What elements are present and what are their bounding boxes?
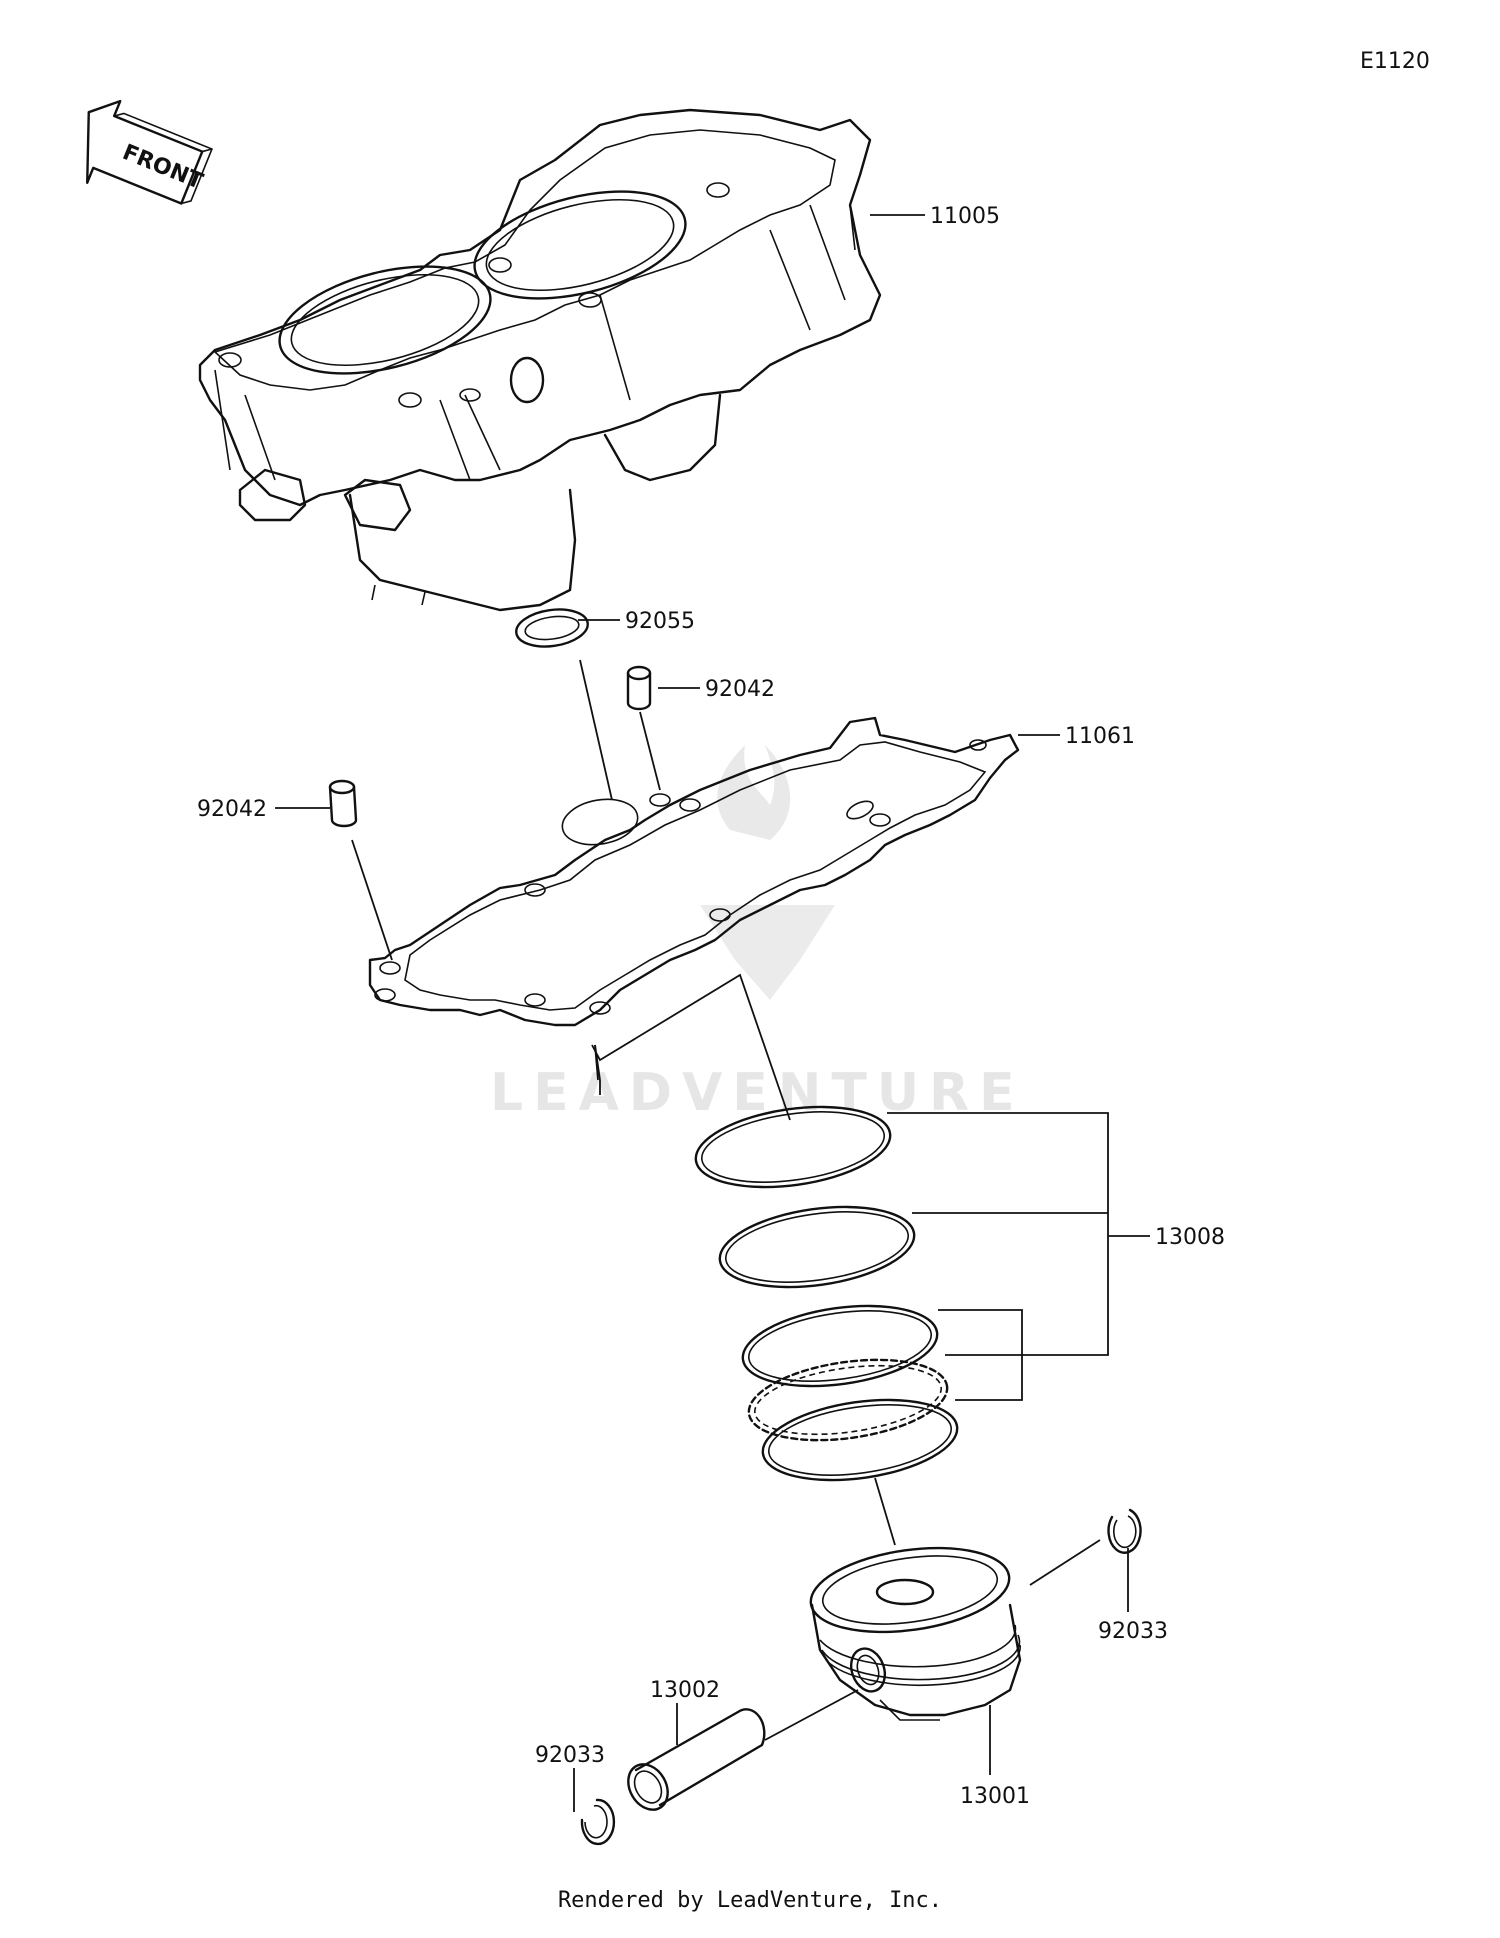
callout-13008[interactable]: 13008 [1155, 1225, 1225, 1250]
callout-92033-right[interactable]: 92033 [1098, 1619, 1168, 1644]
callout-92042-left[interactable]: 92042 [197, 797, 267, 822]
circlip-92033-left[interactable] [573, 1768, 616, 1846]
footer-credit: Rendered by LeadVenture, Inc. [557, 1888, 943, 1913]
callout-label: 92042 [197, 797, 267, 822]
watermark: LEADVENTURE [490, 745, 1025, 1123]
piston-ring-set[interactable] [691, 1096, 1150, 1546]
callout-label: 11005 [930, 204, 1000, 229]
piston-pin[interactable] [620, 1703, 766, 1817]
callout-13001[interactable]: 13001 [960, 1784, 1030, 1809]
callout-11005[interactable]: 11005 [870, 204, 1000, 229]
callout-label: 13001 [960, 1784, 1030, 1809]
cylinder-base-gasket[interactable] [368, 716, 1060, 1027]
dowel-pin-92042-upper[interactable] [626, 665, 700, 791]
callout-11061[interactable]: 11061 [1065, 724, 1135, 749]
dowel-pin-92042-left[interactable] [275, 779, 393, 961]
callout-92033-left[interactable]: 92033 [535, 1743, 605, 1768]
callout-13002[interactable]: 13002 [650, 1678, 720, 1703]
callout-92055[interactable]: 92055 [625, 609, 695, 634]
callout-label: 92055 [625, 609, 695, 634]
callout-label: 92042 [705, 677, 775, 702]
circlip-92033-right[interactable] [1107, 1508, 1142, 1612]
piston[interactable] [764, 1536, 1101, 1775]
callout-92042-upper[interactable]: 92042 [705, 677, 775, 702]
callout-label: 92033 [535, 1743, 605, 1768]
callout-label: 11061 [1065, 724, 1135, 749]
cylinder-block[interactable] [198, 108, 882, 612]
callout-label: 92033 [1098, 1619, 1168, 1644]
o-ring-92055[interactable] [514, 605, 620, 801]
callout-label: 13002 [650, 1678, 720, 1703]
front-arrow-icon: FRONT [86, 99, 213, 205]
diagram-code: E1120 [1360, 49, 1430, 74]
watermark-text: LEADVENTURE [490, 1063, 1025, 1123]
callout-label: 13008 [1155, 1225, 1225, 1250]
